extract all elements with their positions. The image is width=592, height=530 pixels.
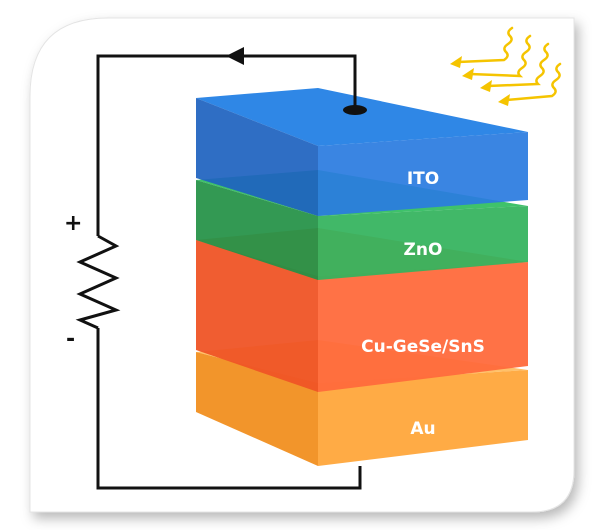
layer-absorber-side [196,240,318,392]
current-arrow-icon [226,47,244,65]
layer-label-ito: ITO [407,169,439,189]
minus-sign: - [66,327,75,352]
sunlight-arrowheads [450,56,510,106]
layer-zno-front [318,206,528,280]
sunlight-rays-icon [456,26,562,102]
layer-ito: ITO [196,88,528,216]
plus-sign: + [64,211,82,236]
layer-zno-side [196,180,318,280]
layer-ito-side [196,98,318,216]
layer-absorber-front [318,262,528,392]
layer-label-au: Au [410,419,435,439]
layer-ito-top [196,88,528,146]
layer-label-zno: ZnO [404,240,443,260]
layer-au-front [318,370,528,466]
top-contact-dot [343,105,367,115]
layer-label-absorber: Cu-GeSe/SnS [361,337,485,357]
layer-ito-front [318,132,528,216]
resistor [75,234,121,330]
